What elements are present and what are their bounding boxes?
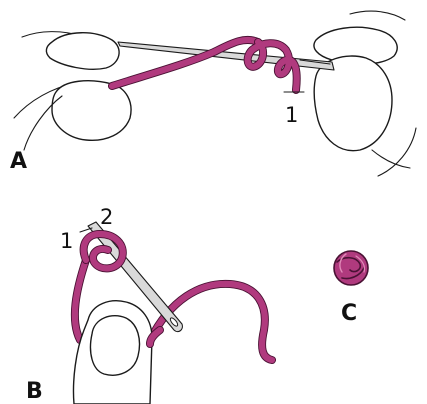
french-knot-result	[334, 251, 368, 285]
panel-label-c: C	[341, 301, 357, 326]
panel-a: 1 A	[10, 11, 416, 176]
fabric-entry-mark-b	[80, 228, 92, 232]
marker-b-2: 2	[100, 205, 113, 229]
panel-c: C	[334, 251, 368, 326]
right-hand	[314, 11, 416, 176]
marker-a-1: 1	[285, 103, 298, 127]
panel-b: 1 2 B	[26, 205, 272, 404]
left-hand	[14, 32, 131, 150]
panel-label-a: A	[10, 149, 27, 174]
panel-label-b: B	[26, 379, 43, 404]
marker-b-1: 1	[60, 229, 73, 253]
